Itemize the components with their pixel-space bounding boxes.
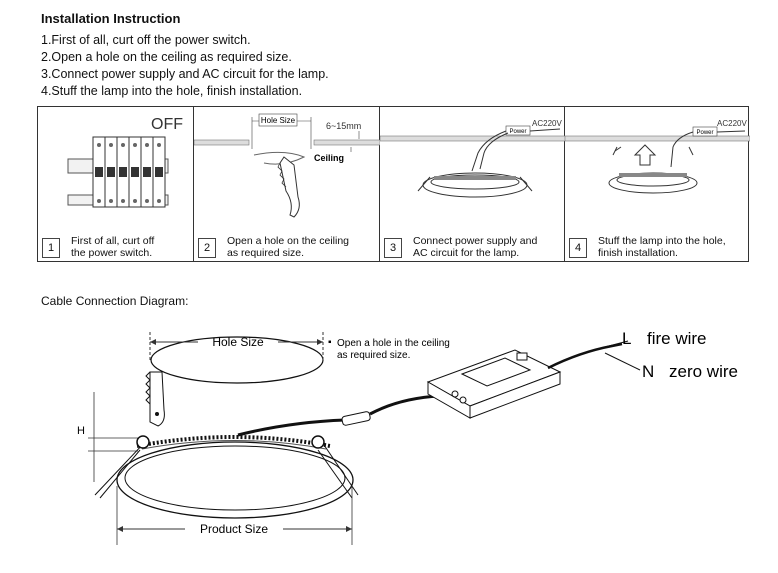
caption-line: as required size. (227, 247, 305, 259)
hole-note-line2: as required size. (337, 350, 410, 361)
cable-diagram-title: Cable Connection Diagram: (41, 294, 189, 308)
zero-wire-label: zero wire (669, 362, 738, 381)
breaker-illustration: OFF (67, 116, 183, 208)
step-1: 1.First of all, curt off the power switc… (41, 33, 251, 47)
n-label: N (642, 362, 654, 381)
insert-lamp-illustration: AC220V Power (565, 119, 750, 194)
step-number-badge: 3 (384, 238, 402, 258)
off-label: OFF (151, 116, 183, 133)
h-label: H (77, 425, 85, 437)
product-size-label: Product Size (200, 522, 268, 536)
caption-line: AC circuit for the lamp. (413, 247, 520, 259)
ac-label: AC220V (717, 119, 747, 128)
step-3: 3.Connect power supply and AC circuit fo… (41, 67, 329, 81)
lamp-panel (94, 435, 359, 519)
panel-step-1: OFF 1 First of all, curt off (38, 107, 194, 261)
panel-step-2: Hole Size 6~15mm Ceiling 2 Open a hole o… (194, 107, 380, 261)
led-driver (426, 349, 562, 419)
step-caption: Connect power supply and AC circuit for … (413, 235, 537, 259)
panel-step-4: AC220V Power 4 Stuff the lamp into the h… (565, 107, 750, 261)
saw-icon (145, 371, 165, 427)
step-number-badge: 4 (569, 238, 587, 258)
hole-note-line1: Open a hole in the ceiling (337, 338, 450, 349)
panel-step-3: AC220V Power 3 Connect power supply and … (380, 107, 565, 261)
step-2: 2.Open a hole on the ceiling as required… (41, 50, 292, 64)
page-title: Installation Instruction (41, 11, 181, 26)
wiring-illustration: AC220V Power (380, 119, 565, 198)
hole-size-label: Hole Size (212, 335, 264, 349)
ceiling-cut-illustration: Hole Size 6~15mm Ceiling (194, 113, 380, 218)
ceiling-label: Ceiling (314, 153, 344, 163)
step-caption: Open a hole on the ceiling as required s… (227, 235, 349, 259)
ac-label: AC220V (532, 119, 562, 128)
step-number-badge: 1 (42, 238, 60, 258)
caption-line: finish installation. (598, 247, 678, 259)
cable-connection-diagram: Hole Size ▪ Open a hole in the ceiling a… (77, 329, 738, 545)
fire-wire-label: fire wire (647, 329, 707, 348)
step-list: 1.First of all, curt off the power switc… (41, 32, 329, 100)
l-label: L (622, 329, 631, 348)
step-caption: First of all, curt off the power switch. (71, 235, 154, 259)
step-4: 4.Stuff the lamp into the hole, finish i… (41, 84, 303, 98)
power-label: Power (696, 130, 713, 136)
note-bullet: ▪ (328, 337, 332, 348)
caption-line: Open a hole on the ceiling (227, 235, 350, 247)
caption-line: Stuff the lamp into the hole, (598, 235, 726, 247)
range-label: 6~15mm (326, 121, 361, 131)
caption-line: the power switch. (71, 247, 153, 259)
caption-line: First of all, curt off (71, 235, 155, 247)
caption-line: Connect power supply and (413, 235, 538, 247)
hole-size-label: Hole Size (261, 116, 296, 125)
installation-steps-strip: OFF 1 First of all, curt off (37, 106, 750, 262)
step-caption: Stuff the lamp into the hole, finish ins… (598, 235, 726, 259)
power-label: Power (509, 129, 526, 135)
step-number-badge: 2 (198, 238, 216, 258)
